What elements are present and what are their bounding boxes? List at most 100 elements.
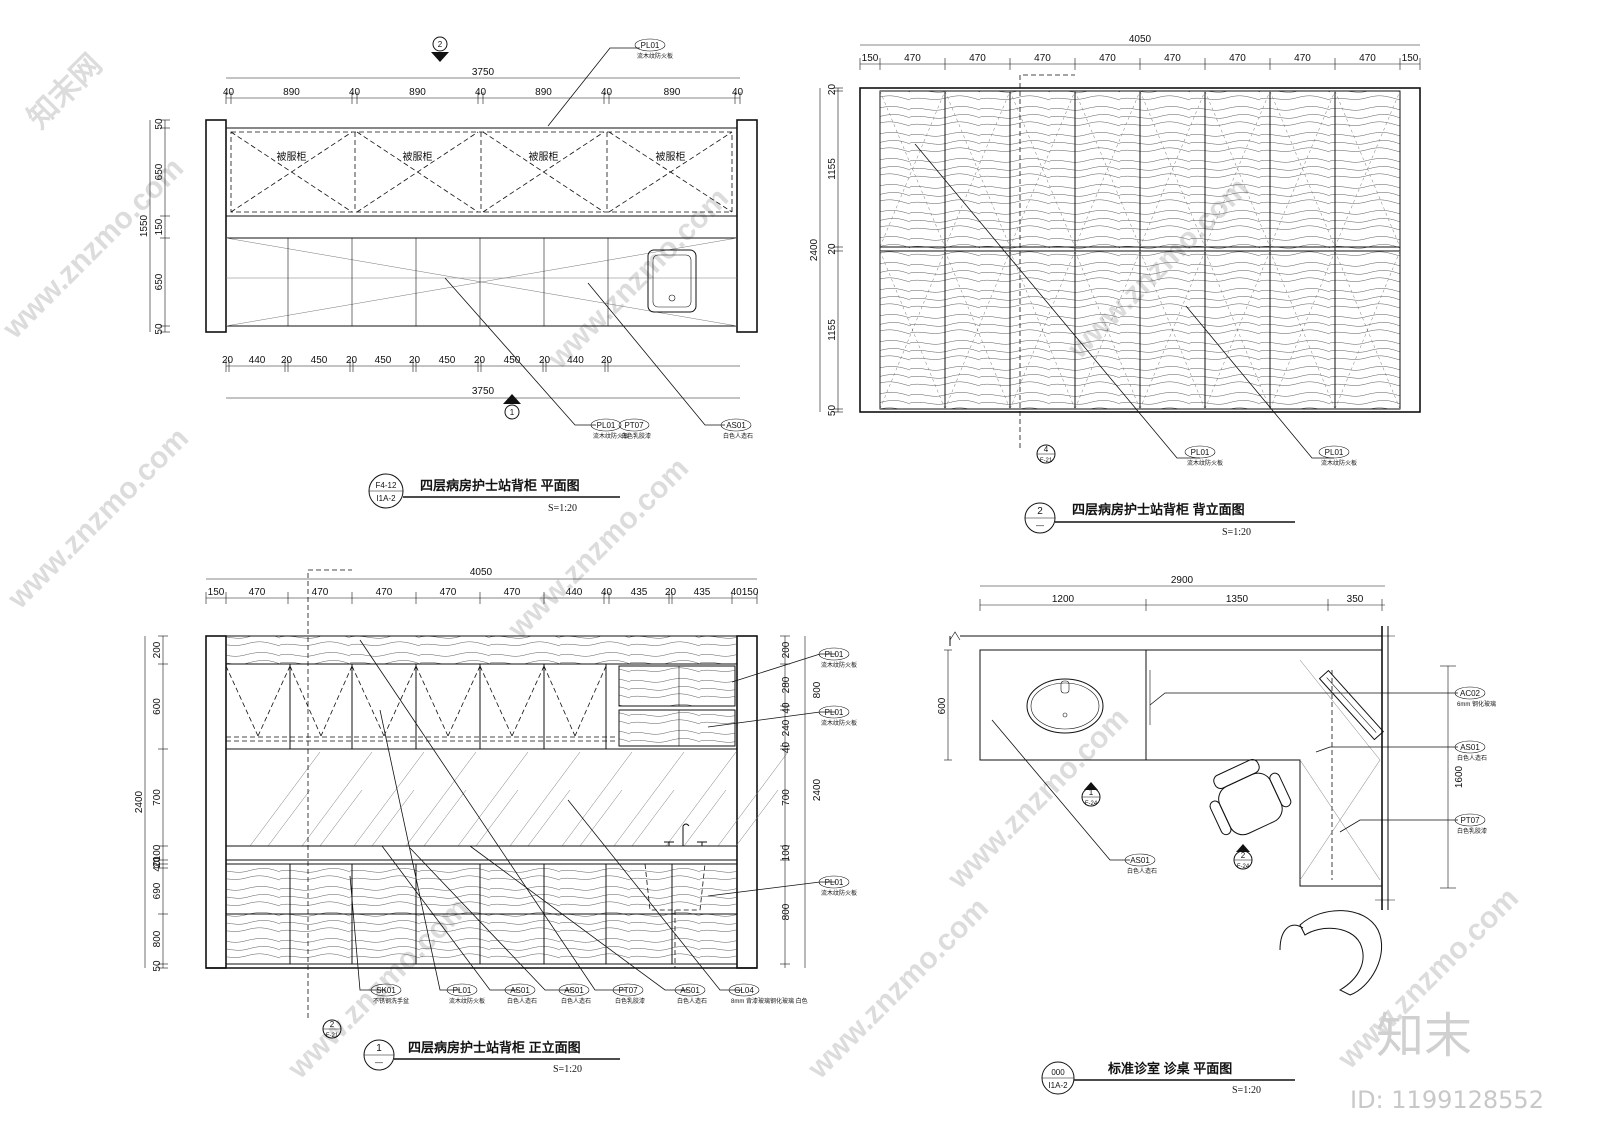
plan-upper-cabinets: 被服柜被服柜被服柜被服柜 <box>230 131 733 213</box>
dim-label: 600 <box>152 698 163 715</box>
watermark-brand: 知末 <box>1376 1008 1472 1064</box>
dim-label: 20 <box>827 243 838 255</box>
dim-label: 1155 <box>827 158 838 180</box>
dim-label: 890 <box>409 87 426 98</box>
back-section-ref: 4 F-21 <box>1036 444 1056 464</box>
dim-label: 50 <box>154 323 165 335</box>
dim-label: 440 <box>567 355 584 366</box>
material-code: PL01 <box>825 878 844 887</box>
front-total-width: 4050 <box>470 567 493 578</box>
dim-label: 50 <box>154 118 165 130</box>
section-mark-top: 2 <box>431 36 449 62</box>
desk-title: 标准诊室 诊桌 平面图 <box>1107 1061 1232 1076</box>
material-note: 流木纹防火板 <box>821 719 857 727</box>
back-panels <box>879 90 1401 410</box>
svg-text:1: 1 <box>1089 788 1094 797</box>
dim-label: 100 <box>781 844 792 861</box>
dim-label: 800 <box>812 681 823 698</box>
dim-label: 40 <box>223 87 235 98</box>
material-code: PL01 <box>1325 448 1344 457</box>
dim-label: 470 <box>969 53 986 64</box>
dim-label: 20 <box>152 856 163 868</box>
material-code: AS01 <box>564 986 584 995</box>
watermark-id: ID: 1199128552 <box>1350 1086 1544 1114</box>
dim-label: 470 <box>504 587 521 598</box>
desk-ref-top: 000 <box>1051 1068 1065 1077</box>
svg-text:1: 1 <box>376 1043 382 1054</box>
svg-text:—: — <box>375 1058 383 1067</box>
material-code: AS01 <box>726 421 746 430</box>
dim-label: 470 <box>1164 53 1181 64</box>
material-code: PL01 <box>1191 448 1210 457</box>
svg-text:F-24: F-24 <box>1085 801 1098 807</box>
front-scale: S=1:20 <box>553 1064 582 1075</box>
back-title-block: 2 — 四层病房护士站背柜 背立面图 S=1:20 <box>1024 502 1295 538</box>
svg-text:F-21: F-21 <box>326 1033 339 1039</box>
dim-label: 20 <box>474 355 486 366</box>
dim-label: 20 <box>665 587 677 598</box>
dim-label: 470 <box>312 587 329 598</box>
svg-text:2: 2 <box>438 40 443 49</box>
material-note: 流木纹防火板 <box>1321 459 1357 467</box>
dim-label: 40150 <box>731 587 759 598</box>
material-code: AS01 <box>510 986 530 995</box>
material-code: SK01 <box>376 986 396 995</box>
dim-label: 440 <box>566 587 583 598</box>
dim-label: 150 <box>208 587 225 598</box>
material-note: 白色人造石 <box>561 997 591 1005</box>
section-mark-bottom: 1 <box>503 394 521 420</box>
dim-label: 1350 <box>1226 594 1249 605</box>
material-code: PT07 <box>624 421 644 430</box>
dim-label: 40 <box>152 860 163 872</box>
material-note: 白色乳胶漆 <box>615 997 645 1005</box>
dim-label: 20 <box>346 355 358 366</box>
svg-text:2400: 2400 <box>809 238 820 261</box>
dim-label: 470 <box>1099 53 1116 64</box>
material-note: 白色乳胶漆 <box>621 432 651 440</box>
material-note: 不锈钢洗手盆 <box>373 997 409 1005</box>
material-note: 流木纹防火板 <box>1187 459 1223 467</box>
dim-label: 40 <box>475 87 487 98</box>
dim-label: 450 <box>375 355 392 366</box>
plan-ref-bottom: I1A-2 <box>376 494 396 503</box>
material-note: 白色人造石 <box>1127 867 1157 875</box>
dim-label: 470 <box>1294 53 1311 64</box>
dim-label: 2400 <box>812 778 823 801</box>
svg-text:1550: 1550 <box>139 214 150 237</box>
dim-label: 700 <box>781 789 792 806</box>
material-note: 白色乳胶漆 <box>1457 827 1487 835</box>
svg-text:600: 600 <box>937 697 948 714</box>
svg-text:4: 4 <box>1044 445 1049 454</box>
plan-lower-cabinets <box>287 238 609 326</box>
material-code: PL01 <box>825 650 844 659</box>
material-code: PL01 <box>641 41 660 50</box>
svg-text:F-21: F-21 <box>1040 458 1053 464</box>
dim-label: 470 <box>249 587 266 598</box>
plan-title: 四层病房护士站背柜 平面图 <box>420 478 580 493</box>
dim-label: 40 <box>781 702 792 714</box>
dim-label: 40 <box>601 587 613 598</box>
desk-scale: S=1:20 <box>1232 1085 1261 1096</box>
watermark-site: www.znzmo.com <box>541 182 735 376</box>
material-note: 流木纹防火板 <box>821 661 857 669</box>
dim-label: 440 <box>249 355 266 366</box>
dim-label: 450 <box>439 355 456 366</box>
dim-label: 470 <box>1034 53 1051 64</box>
